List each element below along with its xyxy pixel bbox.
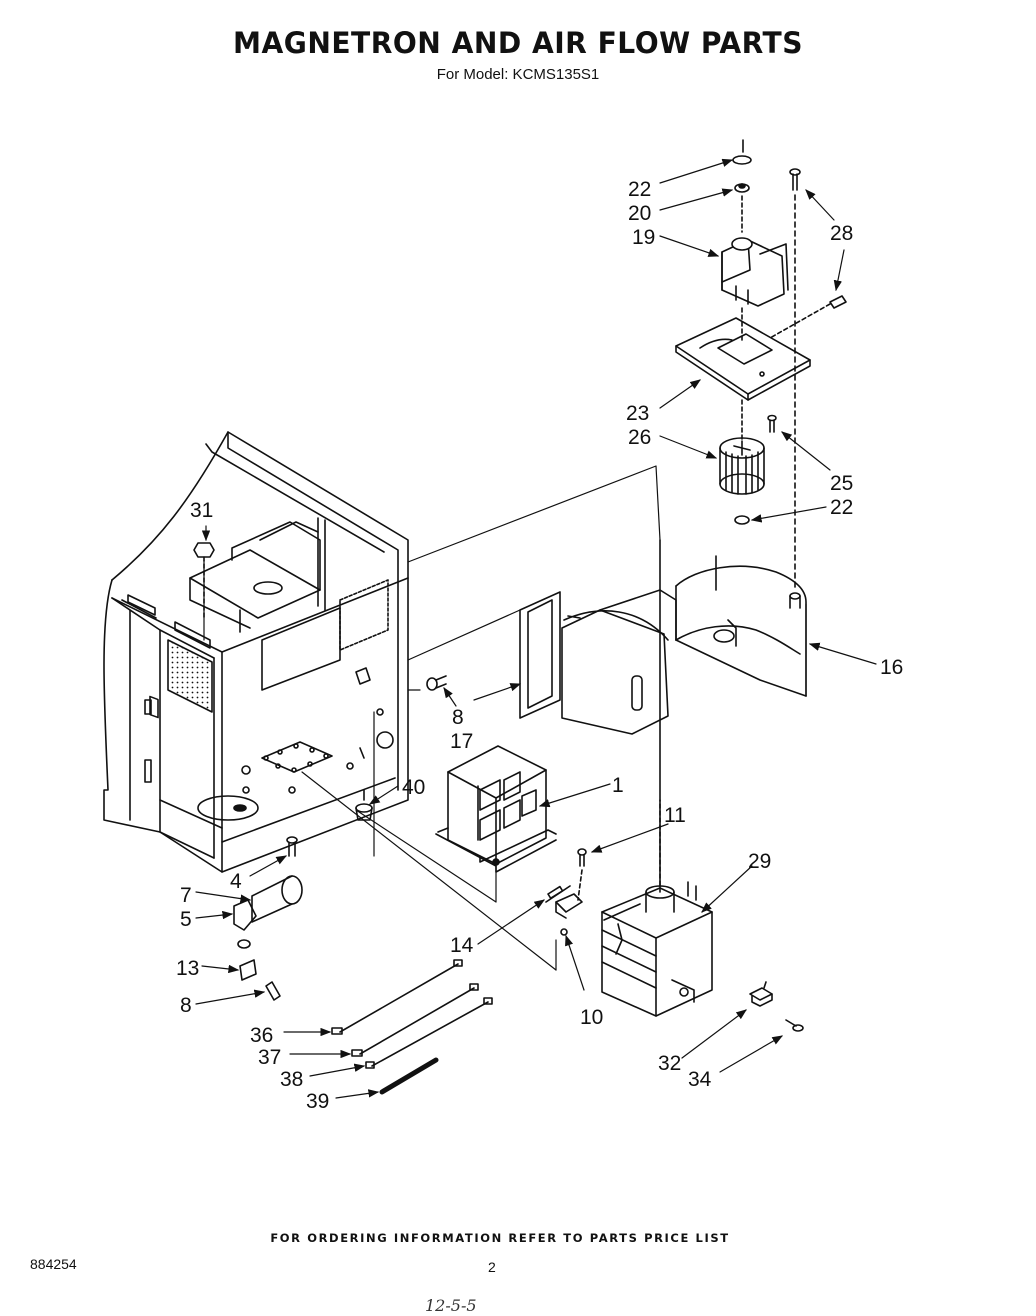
callout-13: 13 bbox=[176, 957, 199, 980]
part-14-fuse bbox=[545, 885, 571, 903]
callout-40: 40 bbox=[402, 776, 425, 799]
part-32-thermal-cutout bbox=[749, 981, 773, 1007]
callout-32: 32 bbox=[658, 1052, 681, 1075]
callout-1: 1 bbox=[612, 774, 624, 797]
handwritten-note: 12-5-5 bbox=[425, 1296, 477, 1315]
callout-37: 37 bbox=[258, 1046, 281, 1069]
callout-7: 7 bbox=[180, 884, 192, 907]
callout-8-upper: 8 bbox=[452, 706, 464, 729]
callout-31: 31 bbox=[190, 499, 213, 522]
part-39-wire-lead bbox=[379, 1057, 439, 1095]
callout-25: 25 bbox=[830, 472, 853, 495]
callout-14: 14 bbox=[450, 934, 474, 957]
part-11-screw bbox=[577, 848, 587, 901]
part-34-screw bbox=[785, 1019, 804, 1032]
callout-17: 17 bbox=[450, 730, 473, 753]
callout-26: 26 bbox=[628, 426, 651, 449]
callout-28: 28 bbox=[830, 222, 853, 245]
callout-23: 23 bbox=[626, 402, 649, 425]
callout-22-top: 22 bbox=[628, 178, 651, 201]
part-7-cord-clamp bbox=[251, 875, 303, 923]
page-number: 2 bbox=[488, 1259, 496, 1275]
callout-20: 20 bbox=[628, 202, 651, 225]
callout-38: 38 bbox=[280, 1068, 303, 1091]
callout-5: 5 bbox=[180, 908, 192, 931]
part-26-fan-blade bbox=[719, 437, 765, 525]
part-28-screws bbox=[769, 168, 847, 591]
part-36-wire-lead bbox=[331, 959, 463, 1035]
callout-11: 11 bbox=[664, 804, 686, 827]
callout-34: 34 bbox=[688, 1068, 712, 1091]
part-13-clip bbox=[239, 959, 257, 981]
part-8-screw-upper bbox=[426, 675, 447, 691]
cabinet-chassis bbox=[103, 431, 409, 873]
part-1-transformer bbox=[435, 745, 557, 873]
callout-4: 4 bbox=[230, 870, 242, 893]
callout-39: 39 bbox=[306, 1090, 329, 1113]
part-19-fan-motor bbox=[721, 139, 789, 341]
leader-arrows bbox=[195, 158, 877, 1099]
callout-16: 16 bbox=[880, 656, 903, 679]
part-8-screw-lower bbox=[265, 981, 281, 1001]
callout-36: 36 bbox=[250, 1024, 273, 1047]
part-38-wire-lead bbox=[365, 997, 493, 1069]
part-4-screw bbox=[286, 836, 298, 857]
callout-8-lower: 8 bbox=[180, 994, 192, 1017]
part-23-mounting-plate bbox=[675, 317, 811, 441]
assembly-guide-lines bbox=[203, 465, 807, 971]
callout-19: 19 bbox=[632, 226, 655, 249]
model-subtitle: For Model: KCMS135S1 bbox=[436, 66, 600, 83]
document-number: 884254 bbox=[30, 1256, 77, 1272]
part-17-duct-gasket bbox=[519, 589, 677, 735]
callout-22-bottom: 22 bbox=[830, 496, 853, 519]
part-25-screw bbox=[767, 414, 777, 433]
ordering-info-note: FOR ORDERING INFORMATION REFER TO PARTS … bbox=[270, 1231, 730, 1245]
part-16-air-duct bbox=[675, 555, 807, 697]
part-29-magnetron bbox=[601, 539, 713, 1017]
page-title: MAGNETRON AND AIR FLOW PARTS bbox=[233, 26, 803, 60]
part-10-switch-bracket bbox=[555, 893, 583, 936]
callout-10: 10 bbox=[580, 1006, 603, 1029]
callout-29: 29 bbox=[748, 850, 771, 873]
callout-labels: 22 20 19 28 23 26 25 22 31 16 8 17 1 40 … bbox=[176, 178, 903, 1113]
part-37-wire-lead bbox=[351, 983, 479, 1057]
